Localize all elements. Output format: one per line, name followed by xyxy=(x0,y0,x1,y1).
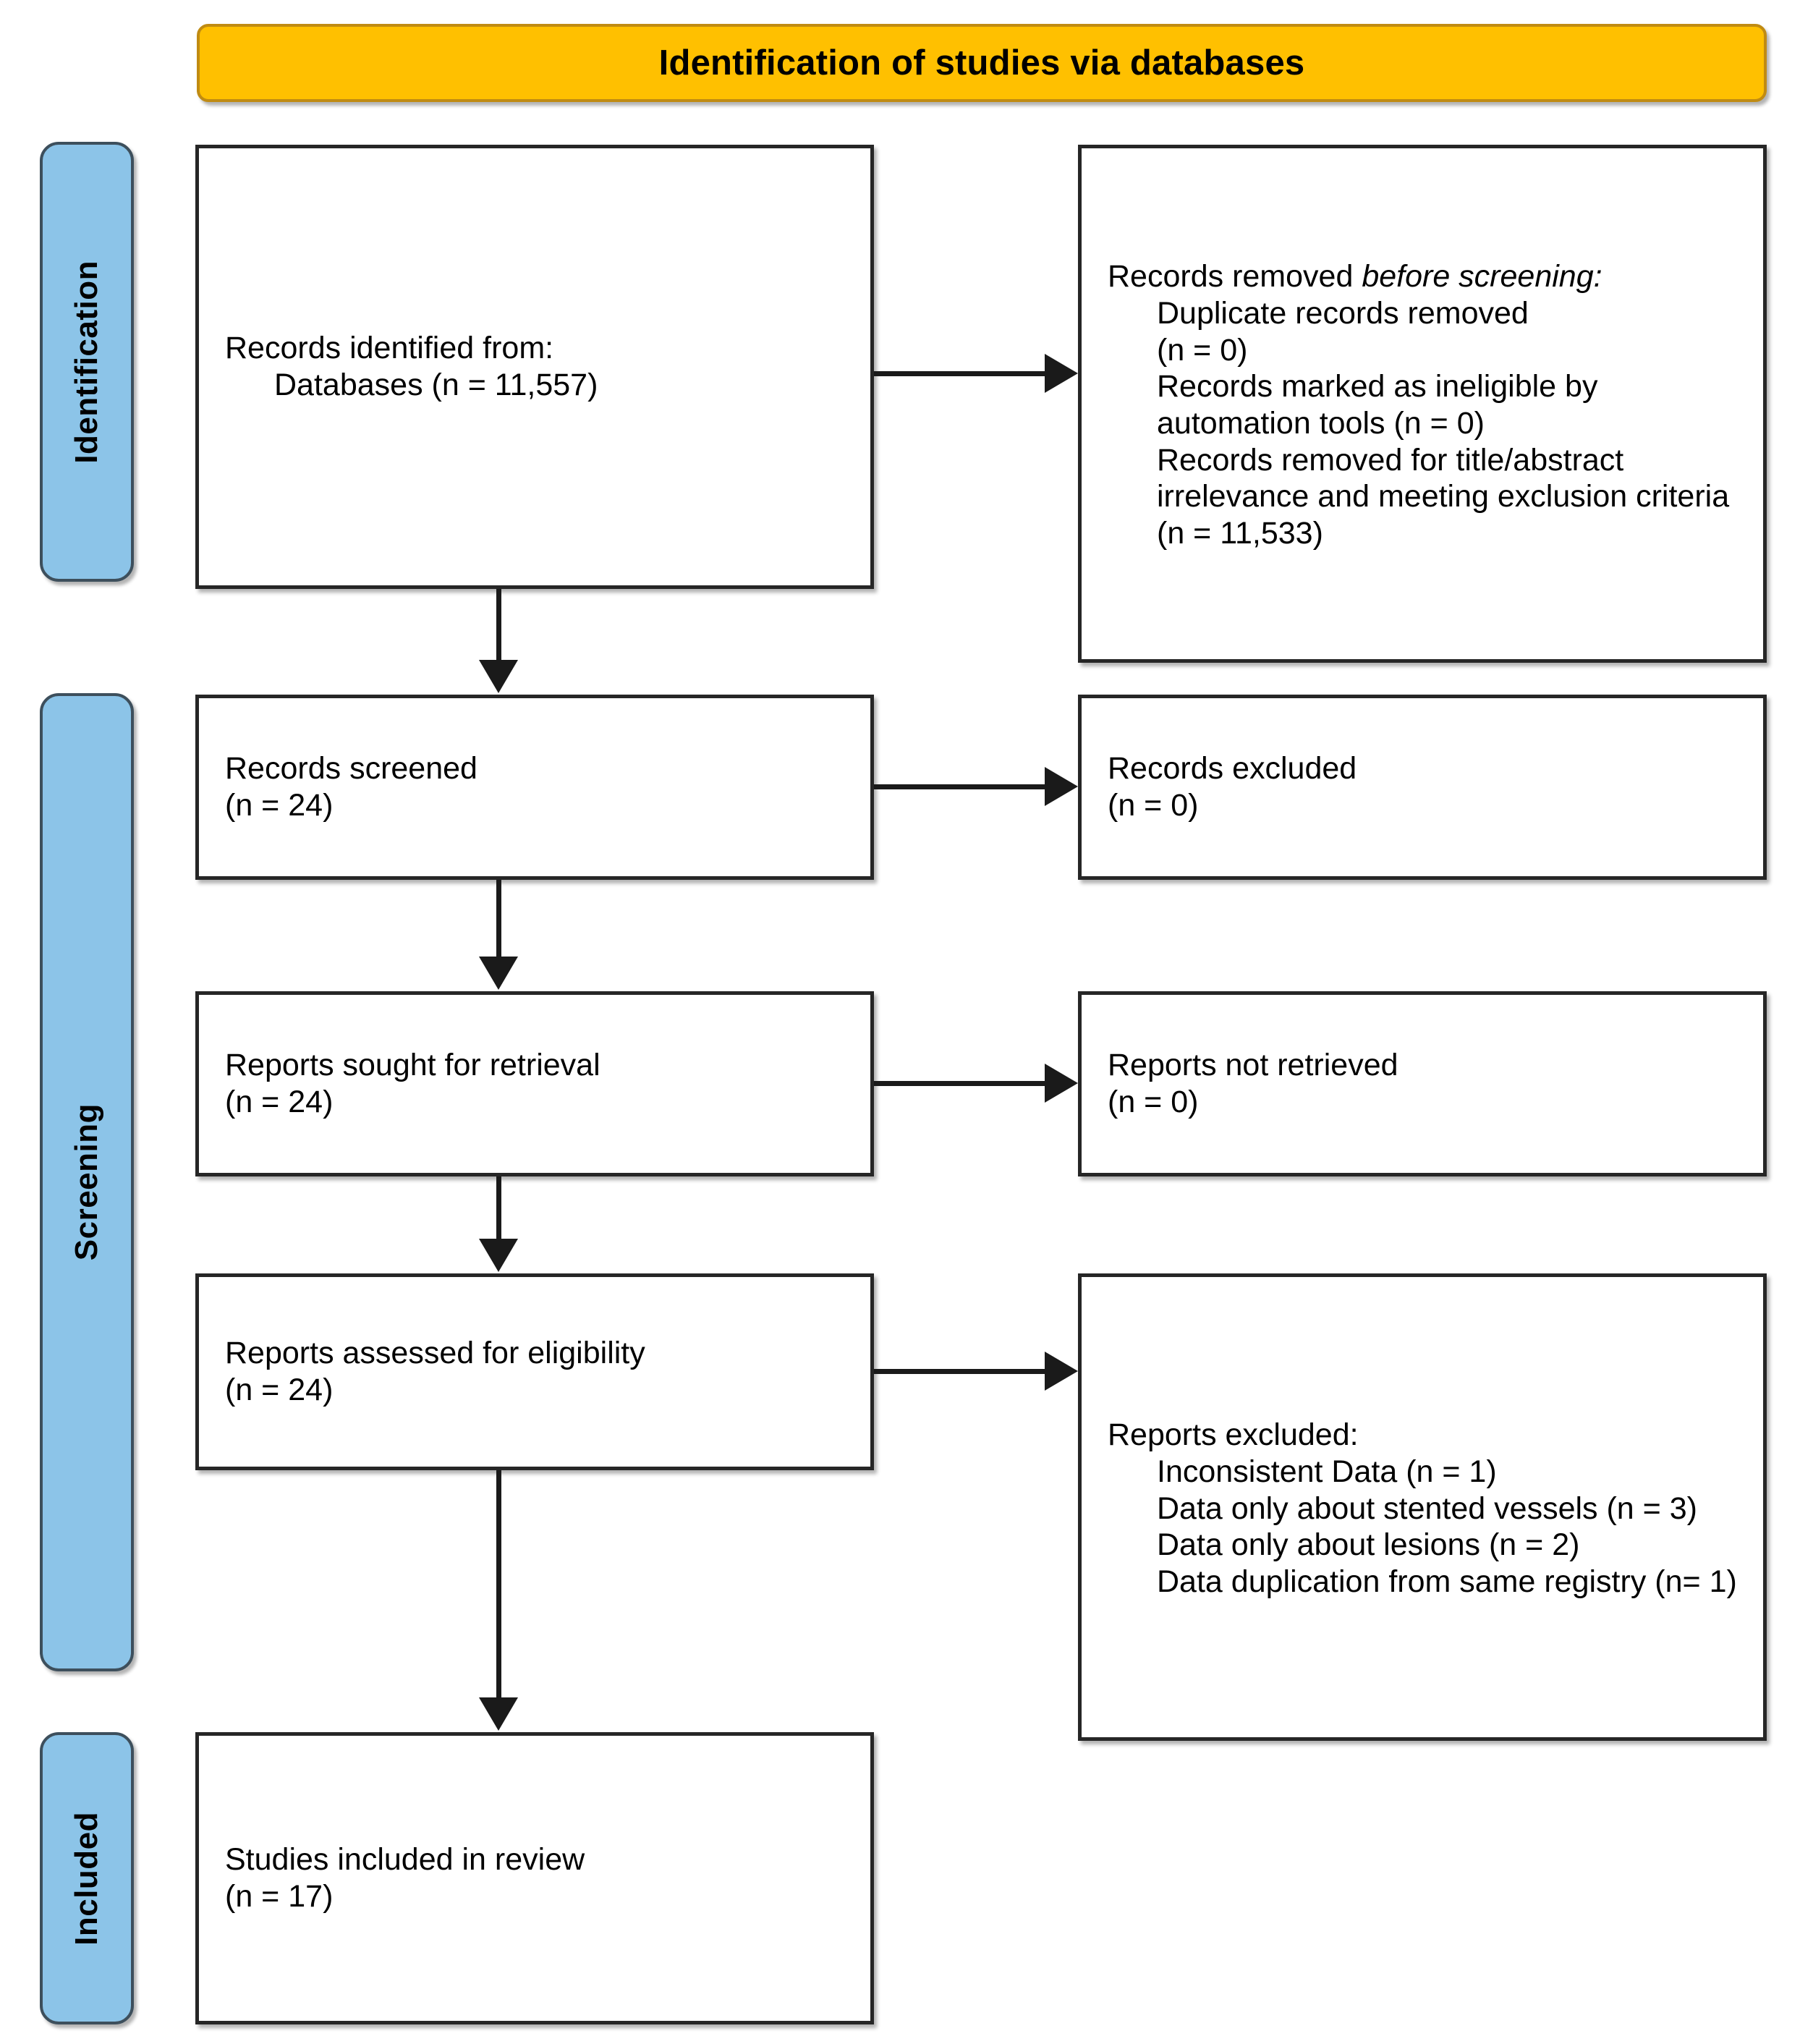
stage-label-screening-text: Screening xyxy=(69,1103,104,1261)
reports-sought-line-2: (n = 24) xyxy=(225,1085,334,1119)
studies-included-line-1: Studies included in review xyxy=(225,1842,585,1878)
arrowhead-assessed-to-included xyxy=(479,1697,518,1731)
reports-excluded-item-2: Data only about stented vessels (n = 3) xyxy=(1157,1490,1697,1526)
reports-sought-line-1: Reports sought for retrieval xyxy=(225,1048,600,1083)
stage-label-included-text: Included xyxy=(69,1811,104,1946)
reports-not-retrieved-line-1: Reports not retrieved xyxy=(1108,1048,1398,1083)
records-removed-item-1b: (n = 0) xyxy=(1157,332,1248,368)
reports-assessed-line-1: Reports assessed for eligibility xyxy=(225,1336,645,1371)
stage-label-identification-text: Identification xyxy=(69,260,104,464)
box-records-identified: Records identified from: Databases (n = … xyxy=(195,145,874,589)
records-identified-line-2: Databases (n = 11,557) xyxy=(274,368,598,402)
reports-excluded-title: Reports excluded: xyxy=(1108,1417,1359,1453)
connector-screened-to-sought xyxy=(496,880,501,958)
records-screened-line-1: Records screened xyxy=(225,751,477,786)
arrowhead-identified-to-screened xyxy=(479,660,518,693)
box-records-removed-before-screening: Records removed before screening: Duplic… xyxy=(1078,145,1767,663)
diagram-header-banner: Identification of studies via databases xyxy=(197,24,1767,102)
records-removed-item-3: Records removed for title/abstract irrel… xyxy=(1157,442,1730,551)
stage-label-screening: Screening xyxy=(40,693,134,1671)
records-identified-line-1: Records identified from: xyxy=(225,331,554,366)
connector-identified-to-removed xyxy=(874,371,1048,376)
records-removed-title-emphasis: before screening xyxy=(1362,259,1594,294)
records-excluded-line-2: (n = 0) xyxy=(1108,788,1199,823)
records-removed-title-pre: Records removed xyxy=(1108,259,1362,294)
connector-sought-to-assessed xyxy=(496,1176,501,1240)
records-screened-line-2: (n = 24) xyxy=(225,788,334,823)
records-excluded-line-1: Records excluded xyxy=(1108,751,1357,786)
box-studies-included-in-review: Studies included in review (n = 17) xyxy=(195,1732,874,2024)
reports-excluded-item-1: Inconsistent Data (n = 1) xyxy=(1157,1454,1497,1489)
box-reports-assessed-for-eligibility: Reports assessed for eligibility (n = 24… xyxy=(195,1273,874,1470)
stage-label-included: Included xyxy=(40,1732,134,2024)
reports-assessed-line-2: (n = 24) xyxy=(225,1373,334,1407)
arrowhead-screened-to-sought xyxy=(479,957,518,990)
box-reports-excluded: Reports excluded: Inconsistent Data (n =… xyxy=(1078,1273,1767,1741)
box-records-excluded: Records excluded (n = 0) xyxy=(1078,695,1767,880)
records-removed-title-post: : xyxy=(1593,259,1602,294)
records-removed-title: Records removed before screening: xyxy=(1108,258,1737,295)
reports-not-retrieved-line-2: (n = 0) xyxy=(1108,1085,1199,1119)
connector-assessed-to-included xyxy=(496,1470,501,1699)
stage-label-identification: Identification xyxy=(40,142,134,582)
box-reports-sought-for-retrieval: Reports sought for retrieval (n = 24) xyxy=(195,991,874,1176)
studies-included-line-2: (n = 17) xyxy=(225,1879,334,1914)
records-removed-item-1: Duplicate records removed xyxy=(1157,295,1529,331)
connector-screened-to-excluded xyxy=(874,784,1048,789)
connector-identified-to-screened xyxy=(496,589,501,661)
arrowhead-sought-to-assessed xyxy=(479,1239,518,1272)
connector-sought-to-not-retrieved xyxy=(874,1081,1048,1086)
diagram-title: Identification of studies via databases xyxy=(658,43,1305,82)
box-records-screened: Records screened (n = 24) xyxy=(195,695,874,880)
arrowhead-sought-to-not-retrieved xyxy=(1045,1064,1078,1103)
reports-excluded-item-3: Data only about lesions (n = 2) xyxy=(1157,1527,1580,1563)
connector-assessed-to-reports-excluded xyxy=(874,1369,1048,1374)
reports-excluded-item-4: Data duplication from same registry (n= … xyxy=(1157,1564,1737,1600)
records-removed-item-2: Records marked as ineligible by automati… xyxy=(1157,369,1598,441)
arrowhead-assessed-to-reports-excluded xyxy=(1045,1352,1078,1391)
box-reports-not-retrieved: Reports not retrieved (n = 0) xyxy=(1078,991,1767,1176)
arrowhead-identified-to-removed xyxy=(1045,354,1078,393)
arrowhead-screened-to-excluded xyxy=(1045,767,1078,806)
